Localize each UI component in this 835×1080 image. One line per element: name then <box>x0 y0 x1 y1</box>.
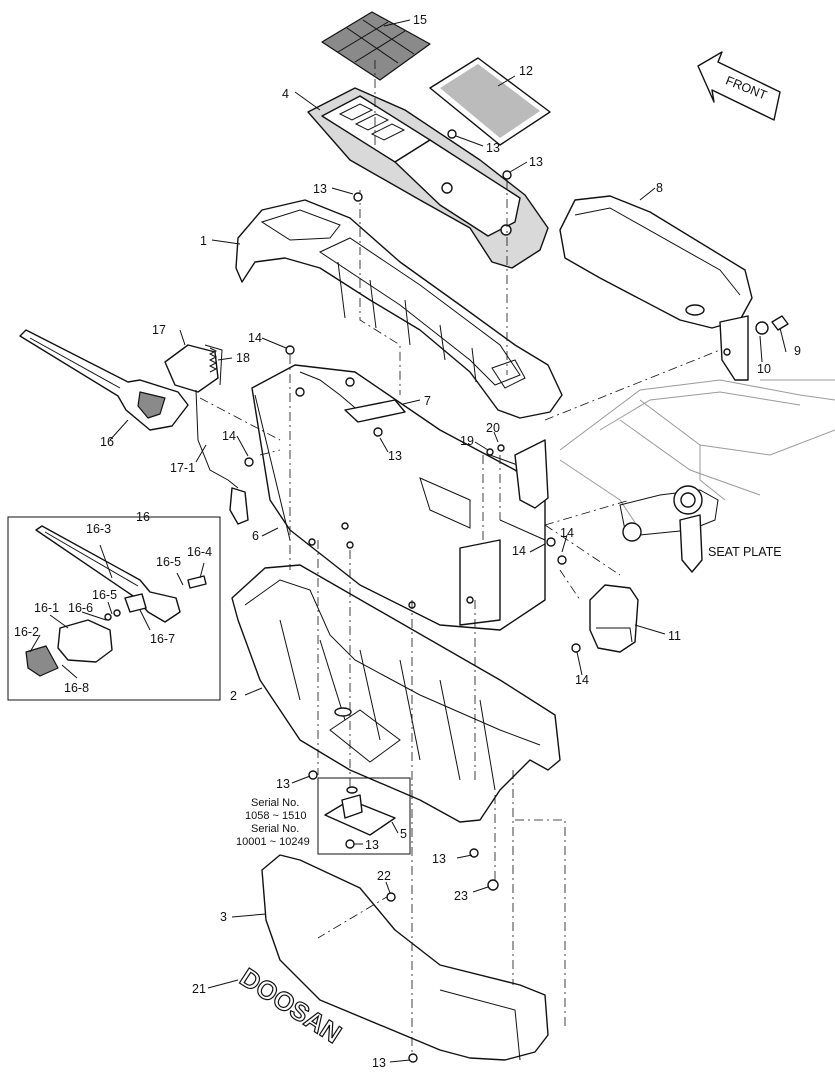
part-2-lower-console <box>231 564 561 823</box>
label-16-7: 16-7 <box>150 632 175 646</box>
label-16-4: 16-4 <box>187 545 212 559</box>
label-17: 17 <box>152 323 166 337</box>
label-19: 19 <box>460 434 474 448</box>
label-4: 4 <box>282 87 289 101</box>
serial-note-line-3: Serial No. <box>251 823 299 835</box>
label-17-1: 17-1 <box>170 461 195 475</box>
part-11-cover <box>589 584 639 653</box>
label-22: 22 <box>377 869 391 883</box>
label-21: 21 <box>192 982 206 996</box>
label-13-b: 13 <box>529 155 543 169</box>
serial-note-line-2: 1058 ~ 1510 <box>245 810 306 822</box>
label-2: 2 <box>230 689 237 703</box>
part-12-perforated-pad <box>429 57 551 146</box>
serial-note-line-4: 10001 ~ 10249 <box>236 836 310 848</box>
front-direction-arrow: FRONT <box>697 51 781 121</box>
part-4-panel-cover <box>307 87 549 269</box>
seat-plate-frame <box>559 379 835 573</box>
label-14-a: 14 <box>248 331 262 345</box>
label-3: 3 <box>220 910 227 924</box>
label-13-e: 13 <box>276 777 290 791</box>
label-13-f: 13 <box>365 838 379 852</box>
screw-markers <box>244 129 581 1063</box>
part-8-armrest <box>559 195 753 381</box>
label-13-d: 13 <box>388 449 402 463</box>
label-18: 18 <box>236 351 250 365</box>
label-16-2: 16-2 <box>14 625 39 639</box>
part-15-keypad <box>321 11 431 81</box>
label-6: 6 <box>252 529 259 543</box>
label-13-h: 13 <box>372 1056 386 1070</box>
assembly-lines <box>199 60 721 1055</box>
label-15: 15 <box>413 13 427 27</box>
label-12: 12 <box>519 64 533 78</box>
label-14-c: 14 <box>512 544 526 558</box>
part-6-bracket <box>251 364 549 631</box>
serial-note-line-1: Serial No. <box>251 797 299 809</box>
label-8: 8 <box>656 181 663 195</box>
label-20: 20 <box>486 421 500 435</box>
label-7: 7 <box>424 394 431 408</box>
part-labels: 15 12 4 13 13 13 8 1 9 10 17 18 14 7 16 … <box>14 13 801 1070</box>
part-16-lever <box>19 329 189 431</box>
label-16-8: 16-8 <box>64 681 89 695</box>
label-13-c: 13 <box>313 182 327 196</box>
part-3-side-panel <box>261 854 549 1061</box>
label-14-e: 14 <box>575 673 589 687</box>
label-13-a: 13 <box>486 141 500 155</box>
leader-lines <box>29 19 787 1063</box>
label-10: 10 <box>757 362 771 376</box>
label-23: 23 <box>454 889 468 903</box>
label-16-5-b: 16-5 <box>92 588 117 602</box>
label-13-g: 13 <box>432 852 446 866</box>
label-16-box: 16 <box>136 510 150 524</box>
label-14-b: 14 <box>222 429 236 443</box>
label-9: 9 <box>794 344 801 358</box>
part-16-detail-box <box>7 516 221 701</box>
label-16-1: 16-1 <box>34 601 59 615</box>
part-17-switch <box>164 344 249 525</box>
label-14-d: 14 <box>560 526 574 540</box>
label-5: 5 <box>400 827 407 841</box>
label-16-6: 16-6 <box>68 601 93 615</box>
part-5-box <box>317 777 411 855</box>
label-16: 16 <box>100 435 114 449</box>
label-16-3: 16-3 <box>86 522 111 536</box>
parts-9-10-bolt-washer <box>755 315 789 335</box>
seat-plate-label: SEAT PLATE <box>708 545 782 559</box>
label-1: 1 <box>200 234 207 248</box>
label-11: 11 <box>668 629 681 643</box>
part-1-upper-console <box>235 199 563 419</box>
label-16-5: 16-5 <box>156 555 181 569</box>
